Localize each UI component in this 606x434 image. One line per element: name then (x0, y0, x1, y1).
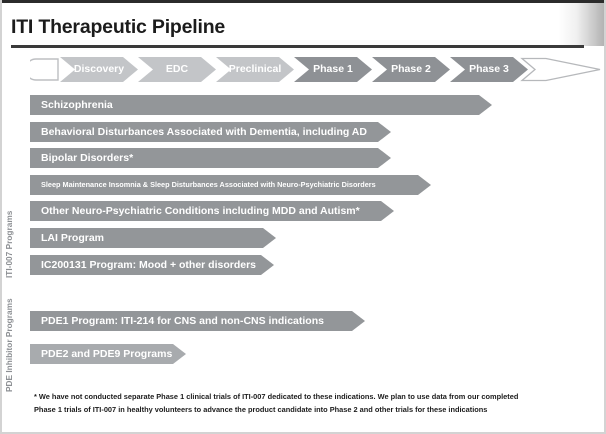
phase-arrow-graphic (30, 57, 601, 82)
phase-label-phase-1[interactable]: Phase 1 (313, 63, 353, 75)
page-title: ITI Therapeutic Pipeline (11, 16, 226, 38)
program-bar[interactable]: IC200131 Program: Mood + other disorders (30, 255, 274, 275)
phase-label-preclinical[interactable]: Preclinical (228, 63, 282, 75)
phase-label-phase-2[interactable]: Phase 2 (391, 63, 431, 75)
program-bar-shape (30, 344, 186, 364)
footnote: * We have not conducted separate Phase 1… (34, 391, 574, 416)
program-bar-label: PDE2 and PDE9 Programs (41, 348, 173, 360)
phase-label-phase-3[interactable]: Phase 3 (469, 63, 509, 75)
program-bar-shape (30, 311, 365, 331)
phase-segment-phase-2 (372, 57, 450, 82)
phase-segment-phase-1 (294, 57, 372, 82)
footnote-line-2: Phase 1 trials of ITI-007 in healthy vol… (34, 404, 488, 414)
section-label-pde: PDE Inhibitor Programs (4, 298, 14, 392)
program-bar[interactable]: PDE1 Program: ITI-214 for CNS and non-CN… (30, 311, 365, 331)
phase-label-discovery[interactable]: Discovery (73, 63, 125, 75)
program-bar-label: PDE1 Program: ITI-214 for CNS and non-CN… (41, 315, 324, 327)
program-bar-label: Schizophrenia (41, 99, 113, 111)
footnote-line-1: * We have not conducted separate Phase 1… (34, 392, 519, 401)
program-bar-shape (30, 255, 274, 275)
program-bar-label: IC200131 Program: Mood + other disorders (41, 259, 257, 271)
program-bar-shape (30, 175, 431, 195)
phase-segment-edc (138, 57, 216, 82)
frame-top-border (0, 0, 606, 3)
program-bar[interactable]: Bipolar Disorders* (30, 148, 391, 168)
program-bar[interactable]: Schizophrenia (30, 95, 492, 115)
program-bar-shape (30, 122, 391, 142)
program-bar[interactable]: Behavioral Disturbances Associated with … (30, 122, 391, 142)
program-bar-shape (30, 148, 391, 168)
program-bar-shape (30, 95, 492, 115)
phase-segment-phase-3 (450, 57, 528, 82)
frame-left-border (0, 0, 2, 434)
frame-bottom-border (0, 432, 606, 434)
frame-right-border (604, 0, 606, 434)
phase-arrow-tip (520, 57, 601, 82)
program-bar-label: Other Neuro-Psychiatric Conditions inclu… (41, 205, 360, 217)
program-bar-shape (30, 228, 276, 248)
program-bar-label: Sleep Maintenance Insomnia & Sleep Distu… (41, 180, 376, 189)
program-bar-label: Bipolar Disorders* (41, 152, 134, 164)
program-bar[interactable]: Other Neuro-Psychiatric Conditions inclu… (30, 201, 394, 221)
program-bar-label: Behavioral Disturbances Associated with … (41, 126, 367, 138)
program-bar[interactable]: PDE2 and PDE9 Programs (30, 344, 186, 364)
program-bar-label: LAI Program (41, 232, 105, 244)
phase-label-edc[interactable]: EDC (165, 63, 189, 75)
program-bar[interactable]: LAI Program (30, 228, 276, 248)
phase-segment-discovery (60, 57, 138, 82)
pipeline-phase-header: Discovery EDC Preclinical Phase 1 Phase 2 Pha… (30, 57, 602, 82)
section-label-iti007: ITI-007 Programs (4, 210, 14, 278)
header-shadow (558, 3, 604, 46)
program-bar-shape (30, 201, 394, 221)
title-underline (11, 45, 584, 48)
program-bar[interactable]: Sleep Maintenance Insomnia & Sleep Distu… (30, 175, 431, 195)
phase-segment-preclinical (216, 57, 294, 82)
